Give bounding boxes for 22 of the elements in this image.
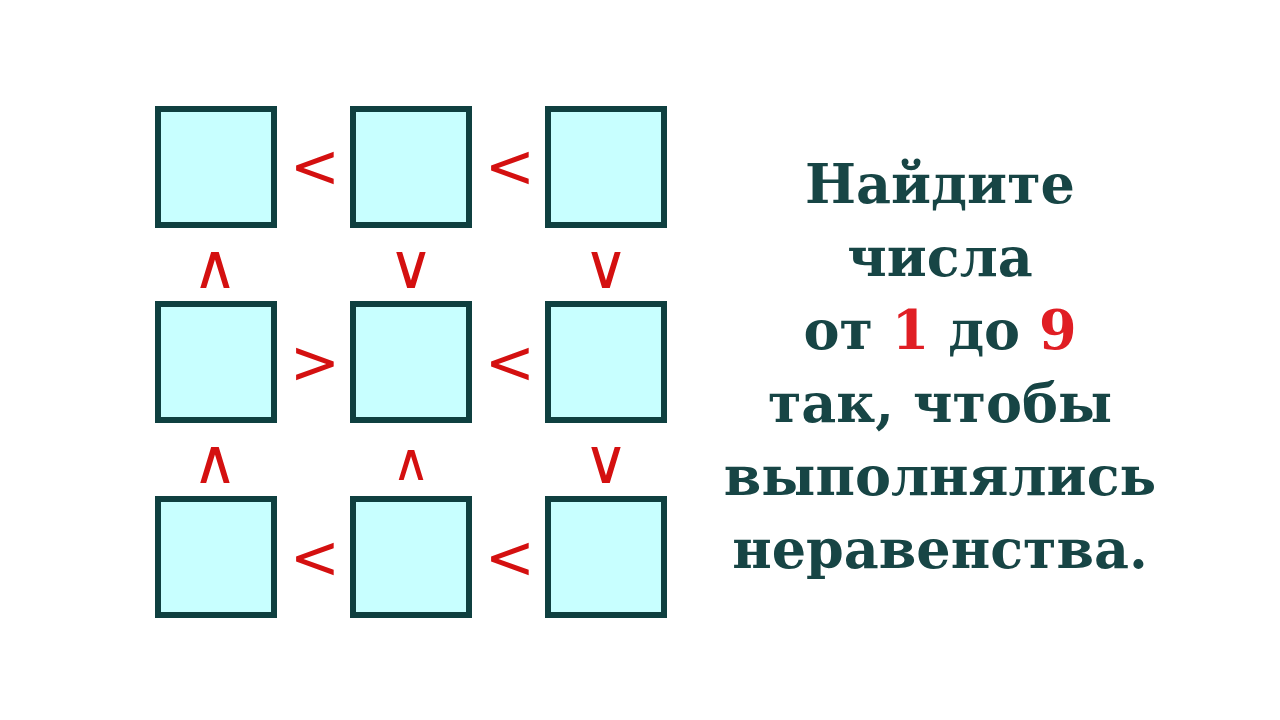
instruction-text: Найдите числа от 1 до 9 так, чтобы выполнялись неравенства. [722,151,1158,583]
answer-box [545,106,667,228]
inequality-sign: < [289,527,341,587]
inequality-sign: < [484,136,536,196]
answer-box [350,301,472,423]
inequality-sign: > [289,332,341,392]
inequality-sign: < [484,527,536,587]
inequality-sign: ∧ [192,236,238,298]
answer-box [545,496,667,618]
answer-box [545,301,667,423]
answer-box [350,496,472,618]
inequality-sign: < [484,332,536,392]
inequality-sign: ∧ [192,431,238,493]
inequality-sign: < [289,136,341,196]
inequality-sign: ∨ [388,236,434,298]
inequality-sign: ∨ [583,236,629,298]
answer-box [155,106,277,228]
answer-box [350,106,472,228]
answer-box [155,496,277,618]
inequality-sign: ∧ [391,436,431,488]
answer-box [155,301,277,423]
inequality-sign: ∨ [583,431,629,493]
